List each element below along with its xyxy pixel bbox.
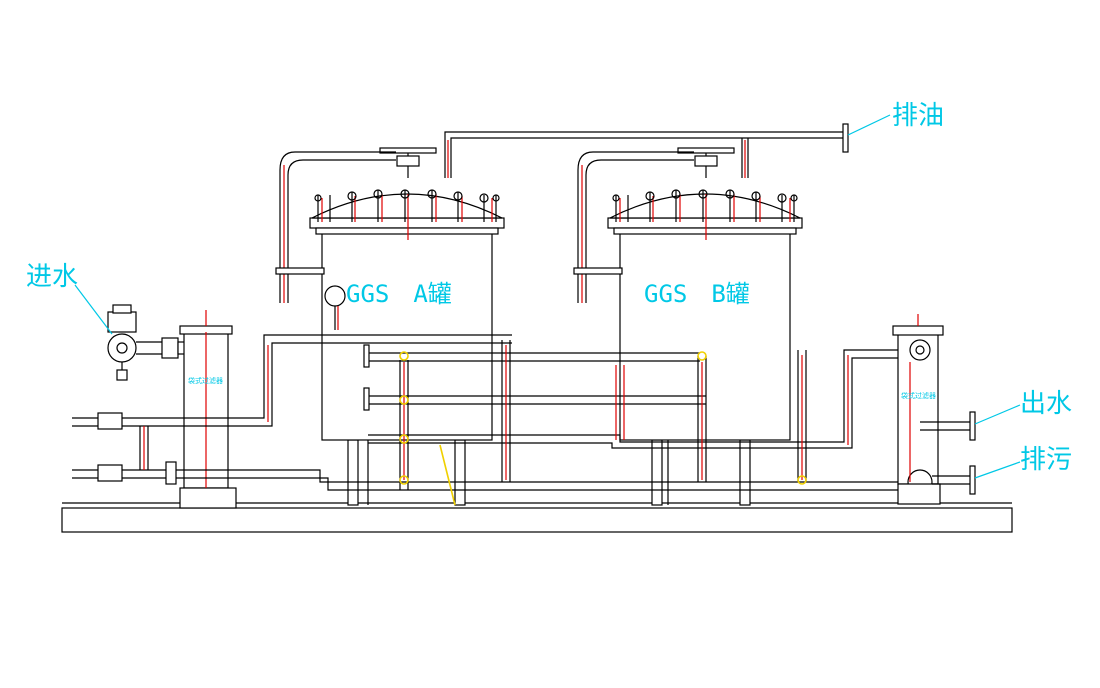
outlet-pipes (920, 411, 976, 495)
label-sewage: 排污 (1020, 445, 1072, 475)
label-water-in: 进水 (26, 262, 78, 292)
label-water-out: 出水 (1020, 389, 1072, 419)
right-filter-label: 袋式过滤器 (901, 391, 936, 400)
inlet-valve (107, 304, 189, 381)
tank-b (573, 147, 803, 506)
left-bag-filter (179, 310, 237, 509)
right-bag-filter (892, 314, 944, 505)
label-oil-drain: 排油 (892, 101, 944, 131)
tank-a-label: GGS A罐 (346, 280, 452, 308)
left-filter-label: 袋式过滤器 (188, 376, 223, 385)
oil-drain-pipe (444, 123, 849, 178)
base-skid (61, 507, 1013, 533)
tank-b-label: GGS B罐 (644, 280, 750, 308)
tank-a (275, 147, 505, 506)
manifold-pipes (363, 340, 906, 490)
